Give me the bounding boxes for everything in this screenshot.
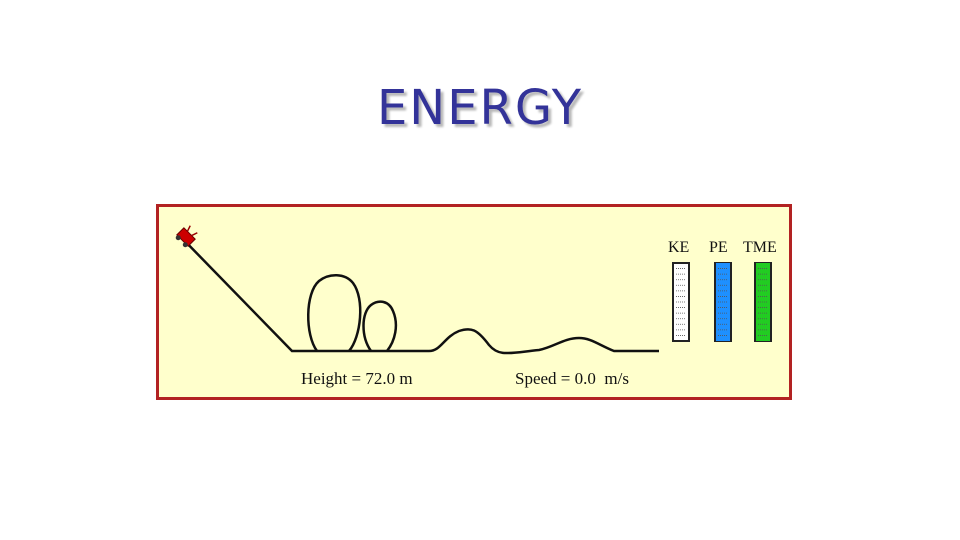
speed-label: Speed = — [515, 369, 570, 388]
speed-value: 0.0 — [575, 369, 596, 388]
height-unit: m — [399, 369, 412, 388]
energy-bar-group — [673, 263, 771, 341]
cart-icon — [174, 224, 199, 249]
ke-bar-label: KE — [668, 239, 689, 257]
speed-unit: m/s — [604, 369, 629, 388]
roller-coaster-diagram — [159, 207, 789, 397]
height-value: 72.0 — [365, 369, 395, 388]
large-loop — [308, 275, 360, 351]
height-readout: Height = 72.0 m — [301, 369, 413, 389]
tme-bar-label: TME — [743, 239, 777, 257]
height-label: Height = — [301, 369, 361, 388]
roller-coaster-simulation-panel: KE PE TME Height = 72.0 m Speed = 0.0 m/… — [156, 204, 792, 400]
speed-readout: Speed = 0.0 m/s — [515, 369, 629, 389]
small-loop — [364, 302, 396, 351]
pe-bar-label: PE — [709, 239, 728, 257]
slide-title: ENERGY — [0, 80, 960, 136]
roller-coaster-track — [179, 235, 659, 353]
